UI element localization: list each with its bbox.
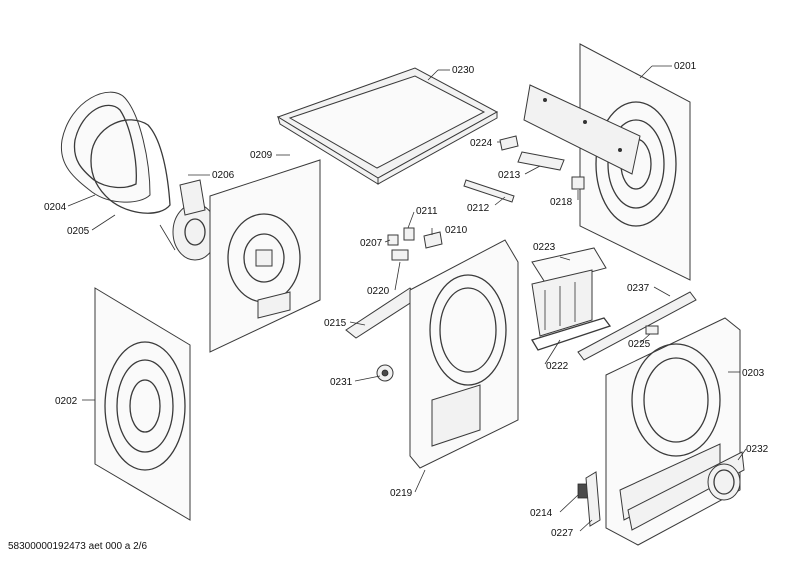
part-kickplate-0232 — [627, 451, 745, 531]
part-filter-0223 — [531, 247, 607, 337]
callout-0202: 0202 — [55, 396, 78, 407]
part-front-frame-0219 — [409, 239, 519, 469]
drawing-reference: 583000001924​73 aet 000 a 2/6 — [8, 541, 148, 552]
callout-0201: 0201 — [674, 61, 697, 72]
callout-0210: 0210 — [445, 225, 468, 236]
part-knob-0231 — [376, 364, 394, 382]
callout-0232: 0232 — [746, 444, 769, 455]
part-seal-0222 — [531, 317, 612, 351]
callout-0213: 0213 — [498, 170, 521, 181]
callout-0214: 0214 — [530, 508, 553, 519]
part-top-cover — [276, 67, 499, 185]
callout-0222: 0222 — [546, 361, 569, 372]
part-seal-0205 — [90, 119, 171, 214]
callout-0215: 0215 — [324, 318, 347, 329]
callout-0237: 0237 — [627, 283, 650, 294]
part-control-bracket — [523, 84, 641, 175]
part-rail-0212 — [463, 179, 515, 203]
callout-0230: 0230 — [452, 65, 475, 76]
part-handle-0227 — [585, 471, 601, 527]
leader-lines — [67, 65, 747, 532]
callout-0218: 0218 — [550, 197, 573, 208]
part-clip-0225 — [645, 325, 659, 335]
part-thermostat-0210 — [423, 231, 443, 249]
part-bracket-0213 — [517, 151, 565, 171]
callout-0227: 0227 — [551, 528, 574, 539]
callout-0220: 0220 — [367, 286, 390, 297]
callout-labels: 0230 0201 0209 0206 0224 0213 0218 0212 … — [44, 61, 769, 539]
callout-0225: 0225 — [628, 339, 651, 350]
callout-0211: 0211 — [416, 206, 438, 217]
callout-0207: 0207 — [360, 238, 383, 249]
part-rear-panel-0209 — [209, 159, 321, 353]
part-switch-0220 — [391, 249, 409, 261]
part-front-panel-0203 — [605, 317, 741, 546]
part-sensor-0207 — [387, 234, 399, 246]
callout-0209: 0209 — [250, 150, 273, 161]
callout-0212: 0212 — [467, 203, 490, 214]
part-clip-0218 — [571, 176, 585, 190]
part-connector-0211 — [403, 227, 415, 241]
callout-0231: 0231 — [330, 377, 353, 388]
callout-0204: 0204 — [44, 202, 67, 213]
part-left-side-panel — [94, 287, 191, 521]
callout-0223: 0223 — [533, 242, 556, 253]
callout-0205: 0205 — [67, 226, 90, 237]
callout-0206: 0206 — [212, 170, 235, 181]
callout-0224: 0224 — [470, 138, 493, 149]
part-gasket-0204 — [60, 91, 151, 203]
callout-0219: 0219 — [390, 488, 413, 499]
callout-0203: 0203 — [742, 368, 765, 379]
part-rail-0237 — [577, 291, 697, 361]
part-small-clip-0224 — [499, 135, 519, 151]
